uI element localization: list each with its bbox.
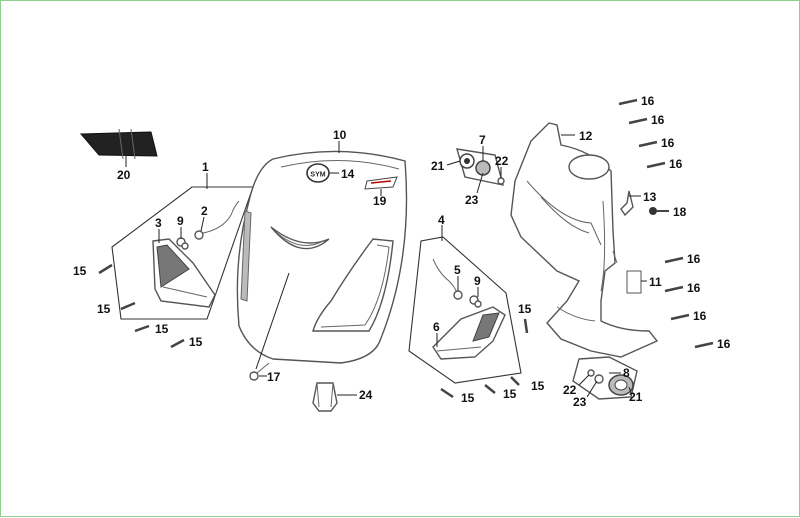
screw-16-b — [628, 117, 648, 125]
callout-22-bottom: 22 — [563, 383, 577, 397]
part-22-nut-top — [497, 177, 505, 185]
callout-15-h: 15 — [531, 379, 545, 393]
screw-16-h — [694, 341, 714, 349]
part-6-right-turn-signal — [432, 306, 506, 360]
callout-11: 11 — [649, 275, 662, 289]
callout-4: 4 — [438, 213, 445, 227]
callout-23-bottom: 23 — [573, 395, 587, 409]
part-20-trim-strip — [79, 128, 158, 160]
screw-15-d — [170, 338, 185, 349]
leader-21-top — [446, 160, 461, 166]
part-17-bolt — [249, 362, 270, 381]
screw-15-h — [510, 376, 520, 386]
part-9-left-bulb — [176, 237, 189, 250]
callout-16-e: 16 — [687, 252, 701, 266]
part-19-badge — [364, 176, 398, 190]
leader-22-bottom — [578, 374, 590, 386]
part-24-grommet — [312, 382, 338, 412]
callout-16-b: 16 — [651, 113, 665, 127]
screw-16-g — [670, 313, 690, 321]
callout-23-top: 23 — [465, 193, 479, 207]
callout-12: 12 — [579, 129, 593, 143]
screw-15-g — [484, 384, 496, 394]
callout-21-top: 21 — [431, 159, 445, 173]
callout-8: 8 — [623, 366, 630, 380]
callout-15-f: 15 — [461, 391, 475, 405]
part-3-left-turn-signal — [152, 238, 216, 308]
callout-1: 1 — [202, 160, 209, 174]
callout-5: 5 — [454, 263, 461, 277]
callout-21-bottom: 21 — [629, 390, 643, 404]
callout-19: 19 — [373, 194, 387, 208]
callout-14: 14 — [341, 167, 355, 181]
leader-23-top — [476, 172, 484, 194]
callout-3: 3 — [155, 216, 162, 230]
callout-16-g: 16 — [693, 309, 707, 323]
callout-16-h: 16 — [717, 337, 731, 351]
callout-16-f: 16 — [687, 281, 701, 295]
callout-22-top: 22 — [495, 154, 509, 168]
callout-15-c: 15 — [155, 322, 169, 336]
screw-16-d — [646, 161, 666, 169]
callout-9-right: 9 — [474, 274, 481, 288]
screw-16-c — [638, 140, 658, 148]
screw-15-e — [523, 318, 529, 334]
callout-16-d: 16 — [669, 157, 683, 171]
part-9-right-bulb — [469, 295, 482, 308]
callout-15-e: 15 — [518, 302, 532, 316]
callout-2: 2 — [201, 204, 208, 218]
callout-20: 20 — [117, 168, 131, 182]
emblem-text: SYM — [310, 172, 325, 179]
callout-16-c: 16 — [661, 136, 675, 150]
screw-15-f — [440, 387, 454, 399]
leader-2 — [200, 216, 205, 232]
callout-10: 10 — [333, 128, 347, 142]
callout-15-a: 15 — [73, 264, 87, 278]
callout-16-a: 16 — [641, 94, 655, 108]
part-12-inner-cover — [510, 122, 659, 358]
part-14-sym-emblem: SYM — [306, 163, 330, 183]
part-11-cap — [626, 270, 642, 294]
part-8-lower-bracket — [572, 356, 638, 400]
callout-18: 18 — [673, 205, 687, 219]
part-2-left-socket-wire — [194, 200, 240, 240]
callout-15-g: 15 — [503, 387, 517, 401]
screw-16-e — [664, 256, 684, 264]
callout-9-left: 9 — [177, 214, 184, 228]
leader-17-to-panel — [255, 272, 290, 370]
screw-15-a — [98, 263, 113, 275]
callout-6: 6 — [433, 320, 440, 334]
part-10-front-panel — [236, 150, 408, 364]
callout-7: 7 — [479, 133, 486, 147]
screw-15-c — [134, 324, 150, 333]
screw-16-a — [618, 98, 638, 106]
screw-15-b — [120, 301, 136, 311]
group-4-outline — [408, 236, 522, 384]
callout-15-b: 15 — [97, 302, 111, 316]
callout-24: 24 — [359, 388, 373, 402]
part-18-bolt — [649, 207, 669, 215]
callout-13: 13 — [643, 190, 657, 204]
callout-15-d: 15 — [189, 335, 203, 349]
leader-21-bottom — [628, 386, 632, 394]
leader-23-bottom — [586, 380, 598, 398]
part-7-bracket — [456, 148, 504, 186]
part-13-bracket — [620, 190, 634, 217]
screw-16-f — [664, 285, 684, 293]
group-1-outline — [111, 186, 254, 320]
callout-17: 17 — [267, 370, 281, 384]
